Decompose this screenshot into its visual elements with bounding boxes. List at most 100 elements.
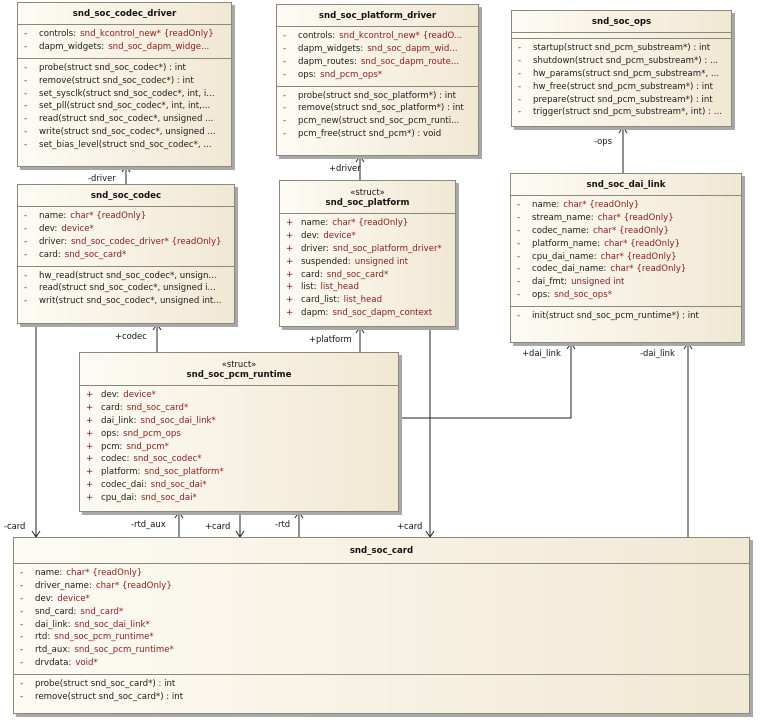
attribute-type: char* {readOnly}: [66, 568, 143, 578]
attribute-type: snd_soc_dai*: [140, 493, 197, 504]
class-snd-soc-codec[interactable]: snd_soc_codec -name:char* {readOnly}-dev…: [17, 184, 235, 324]
operation-row: -set_pll(struct snd_soc_codec*, int, int…: [18, 100, 231, 113]
attribute-type: snd_soc_dai*: [150, 480, 207, 491]
operations-section: -probe(struct snd_soc_card*) : int-remov…: [14, 675, 749, 708]
operation-signature: probe(struct snd_soc_codec*) : int: [39, 62, 186, 73]
attributes-section: -controls:snd_kcontrol_new* {readO...-da…: [277, 27, 478, 87]
attribute-row: -ops:snd_soc_ops*: [511, 289, 741, 302]
class-snd-soc-card[interactable]: snd_soc_card -name:char* {readOnly}-driv…: [13, 537, 750, 714]
visibility-marker: +: [86, 467, 94, 478]
operation-signature: probe(struct snd_soc_card*) : int: [35, 679, 176, 690]
attribute-row: -driver_name:char* {readOnly}: [14, 580, 749, 593]
visibility-marker: -: [518, 68, 522, 79]
operation-row: -init(struct snd_soc_pcm_runtime*) : int: [511, 310, 741, 323]
visibility-marker: -: [20, 658, 24, 669]
attribute-row: -snd_card:snd_card*: [14, 606, 749, 619]
attribute-name: rtd:: [35, 632, 51, 643]
visibility-marker: -: [24, 41, 28, 52]
operation-signature: hw_free(struct snd_pcm_substream*) : int: [533, 81, 713, 92]
attribute-type: snd_soc_dapm_widge...: [108, 41, 210, 52]
attribute-name: dev:: [39, 223, 58, 234]
attribute-type: snd_soc_card*: [326, 269, 389, 280]
arrow-card-rtdaux: [174, 511, 184, 519]
operation-row: -set_sysclk(struct snd_soc_codec*, int, …: [18, 88, 231, 101]
visibility-marker: -: [20, 692, 24, 703]
operations-section: -probe(struct snd_soc_platform*) : int-r…: [277, 87, 478, 146]
visibility-marker: -: [24, 62, 28, 73]
visibility-marker: +: [286, 243, 294, 254]
attribute-row: +suspended:unsigned int: [280, 256, 455, 269]
class-snd-soc-codec-driver[interactable]: snd_soc_codec_driver -controls:snd_kcont…: [17, 2, 232, 167]
attribute-name: dev:: [301, 230, 320, 241]
visibility-marker: -: [283, 69, 287, 80]
role-label-driver: +driver: [329, 163, 361, 173]
attribute-name: name:: [301, 218, 329, 228]
class-snd-soc-platform[interactable]: «struct» snd_soc_platform +name:char* {r…: [279, 180, 456, 327]
attribute-name: ops:: [101, 428, 120, 439]
visibility-marker: -: [20, 580, 24, 591]
visibility-marker: +: [86, 402, 94, 413]
operation-row: -pcm_new(struct snd_soc_pcm_runti...: [277, 115, 478, 128]
attribute-row: -platform_name:char* {readOnly}: [511, 238, 741, 251]
visibility-marker: -: [24, 223, 28, 234]
attributes-section: [512, 33, 731, 39]
operation-row: -read(struct snd_soc_codec*, unsigned i.…: [18, 282, 234, 295]
operations-section: -hw_read(struct snd_soc_codec*, unsign..…: [18, 267, 234, 313]
attribute-row: -codec_dai_name:char* {readOnly}: [511, 263, 741, 276]
attribute-type: char* {readOnly}: [604, 238, 681, 249]
visibility-marker: -: [283, 90, 287, 101]
attribute-row: -name:char* {readOnly}: [18, 210, 234, 223]
visibility-marker: +: [286, 308, 294, 319]
attribute-name: dapm_widgets:: [298, 43, 364, 54]
attribute-row: -name:char* {readOnly}: [511, 199, 741, 212]
attribute-name: card_list:: [301, 295, 340, 306]
attribute-type: list_head: [320, 282, 359, 293]
class-snd-soc-dai-link[interactable]: snd_soc_dai_link -name:char* {readOnly}-…: [510, 173, 742, 343]
attribute-type: snd_soc_ops*: [554, 290, 613, 301]
class-name: snd_soc_pcm_runtime: [186, 370, 292, 380]
operation-signature: pcm_new(struct snd_soc_pcm_runti...: [298, 116, 460, 127]
visibility-marker: -: [20, 568, 24, 578]
class-title: snd_soc_codec: [18, 185, 234, 207]
operation-row: -writ(struct snd_soc_codec*, unsigned in…: [18, 295, 234, 308]
class-snd-soc-ops[interactable]: snd_soc_ops -startup(struct snd_pcm_subs…: [511, 10, 732, 127]
operation-row: -pcm_free(struct snd_pcm*) : void: [277, 128, 478, 141]
class-snd-soc-platform-driver[interactable]: snd_soc_platform_driver -controls:snd_kc…: [276, 4, 479, 156]
class-snd-soc-pcm-runtime[interactable]: «struct» snd_soc_pcm_runtime +dev:device…: [79, 352, 399, 512]
attribute-name: dai_fmt:: [532, 277, 568, 288]
visibility-marker: -: [518, 55, 522, 66]
attribute-name: platform:: [101, 467, 141, 478]
operation-signature: read(struct snd_soc_codec*, unsigned i..…: [39, 283, 216, 294]
attributes-section: - name:char* {readOnly} -driver_name:char*…: [14, 564, 749, 676]
class-title: snd_soc_platform_driver: [277, 5, 478, 27]
attribute-type: char* {readOnly}: [610, 264, 687, 275]
attribute-type: snd_card*: [80, 606, 124, 617]
operations-section: -init(struct snd_soc_pcm_runtime*) : int: [511, 307, 741, 327]
visibility-marker: +: [286, 295, 294, 306]
visibility-marker: +: [86, 415, 94, 426]
stereotype: «struct»: [221, 359, 257, 369]
role-label-dai-link: +dai_link: [522, 348, 561, 358]
attribute-type: snd_soc_dai_link*: [140, 415, 216, 426]
attribute-name: codec_name:: [532, 225, 590, 236]
operations-section: -probe(struct snd_soc_codec*) : int -remo…: [18, 59, 231, 156]
visibility-marker: -: [517, 311, 521, 322]
visibility-marker: -: [283, 103, 287, 114]
operation-row: -remove(struct snd_soc_codec*) : int: [18, 75, 231, 88]
attribute-type: snd_soc_dai_link*: [74, 619, 150, 630]
attribute-type: snd_soc_codec*: [133, 454, 202, 465]
attribute-type: snd_pcm_ops*: [320, 69, 383, 80]
attribute-type: unsigned int: [571, 277, 625, 288]
visibility-marker: -: [24, 29, 28, 39]
operation-signature: init(struct snd_soc_pcm_runtime*) : int: [532, 311, 699, 322]
attribute-row: -dapm_widgets:snd_soc_dapm_wid...: [277, 43, 478, 56]
role-label-rtd-aux: -rtd_aux: [131, 519, 166, 529]
role-label-card: +card: [205, 521, 231, 531]
visibility-marker: -: [517, 212, 521, 223]
attribute-row: -dev:device*: [18, 223, 234, 236]
attribute-type: device*: [61, 223, 94, 234]
visibility-marker: -: [283, 31, 287, 41]
operation-row: -remove(struct snd_soc_card*) : int: [14, 691, 749, 704]
attribute-name: name:: [35, 568, 63, 578]
visibility-marker: +: [286, 282, 294, 293]
